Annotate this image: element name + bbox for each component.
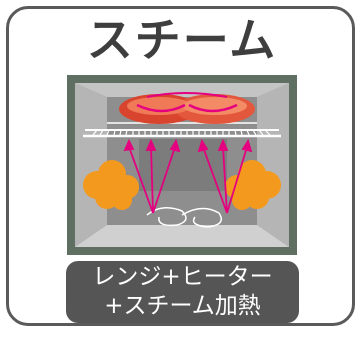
heat-arrow-icon [123,138,253,214]
oven-floor [75,225,289,247]
caption-line-1: レンジ+ヒーター [92,264,273,290]
oven-icon [67,75,297,255]
steam-swirl [146,207,222,228]
oven-left-wall [75,83,107,247]
caption-line-2: +スチーム加熱 [104,293,261,319]
oven-right-wall [257,83,289,247]
steam-cloud-left [83,160,139,210]
mode-caption: レンジ+ヒーター +スチーム加熱 [66,261,299,323]
food-icon [119,92,255,124]
steam-cloud-right [225,160,281,210]
oven-ceiling [75,83,289,97]
page-title: スチーム [86,13,278,67]
